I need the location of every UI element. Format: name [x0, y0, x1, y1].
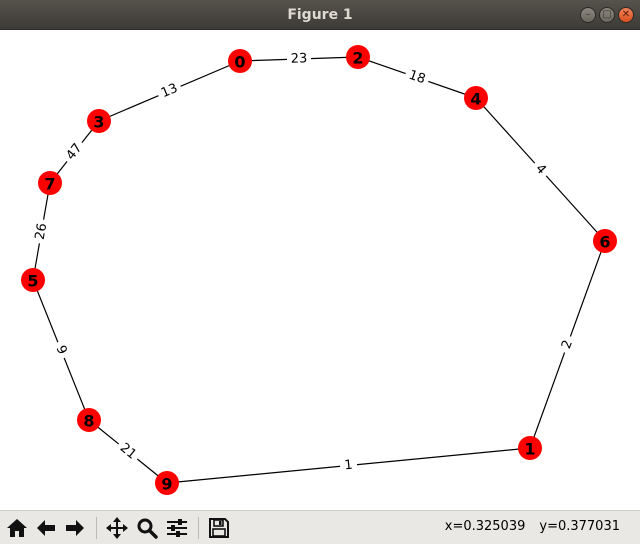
graph-node-label: 9: [161, 475, 172, 494]
edge-weight-label-group: 26: [31, 218, 52, 245]
home-icon: [7, 519, 27, 537]
edge-weight-label: 1: [344, 458, 354, 474]
edge-weight-label: 26: [33, 222, 51, 241]
edge-weight-label-background: [60, 137, 89, 167]
graph-node-2: [346, 45, 370, 69]
edge-weight-label-background: [286, 50, 312, 68]
arrow-right-icon: [66, 520, 84, 536]
edge-weight-label-group: 13: [155, 78, 184, 104]
navigation-toolbar: x=0.325039 y=0.377031: [0, 510, 640, 544]
graph-node-label: 1: [524, 440, 535, 459]
edge-weight-label: 13: [159, 81, 180, 101]
graph-node-7: [38, 171, 62, 195]
move-icon: [106, 517, 128, 539]
edge-weight-label-group: 1: [339, 456, 358, 475]
graph-node-8: [77, 408, 101, 432]
edge-weight-label: 18: [407, 68, 428, 88]
home-button[interactable]: [4, 515, 30, 541]
graph-node-label: 5: [27, 272, 38, 291]
save-button[interactable]: [206, 515, 232, 541]
forward-button[interactable]: [62, 515, 88, 541]
window-controls: – □ ✕: [580, 7, 634, 23]
graph-node-label: 4: [470, 90, 481, 109]
close-icon: ✕: [621, 9, 631, 20]
edge-weight-label-background: [113, 437, 143, 466]
edge-weight-label-background: [557, 333, 578, 356]
graph-node-label: 7: [44, 175, 55, 194]
edge-weight-label-background: [339, 456, 358, 475]
edge-weight-label-group: 18: [403, 66, 431, 89]
edge-weight-label-background: [50, 339, 72, 361]
graph-node-label: 3: [93, 113, 104, 132]
close-button[interactable]: ✕: [618, 7, 634, 23]
configure-subplots-button[interactable]: [164, 515, 190, 541]
window-title: Figure 1: [287, 7, 353, 23]
window-titlebar: Figure 1 – □ ✕: [0, 0, 640, 30]
toolbar-separator: [96, 517, 97, 539]
arrow-left-icon: [37, 520, 55, 536]
edge-weight-label-background: [31, 218, 52, 245]
edge-weight-label-background: [528, 157, 553, 182]
back-button[interactable]: [33, 515, 59, 541]
cursor-x-readout: x=0.325039: [444, 519, 526, 534]
sliders-icon: [167, 519, 187, 537]
zoom-button[interactable]: [134, 515, 160, 541]
edge-weight-label-background: [403, 66, 431, 89]
edge-weight-label-background: [155, 78, 184, 104]
graph-node-3: [87, 109, 111, 133]
edge-weight-label: 23: [290, 51, 307, 67]
maximize-icon: □: [602, 9, 612, 20]
minimize-icon: –: [585, 9, 591, 20]
edge-weight-label-group: 2: [557, 333, 578, 356]
graph-node-label: 6: [599, 233, 610, 252]
graph-node-9: [155, 471, 179, 495]
edge-weight-label-group: 4: [528, 157, 553, 182]
edge-weight-label-group: 23: [286, 50, 312, 68]
graph-node-1: [518, 436, 542, 460]
pan-button[interactable]: [104, 515, 130, 541]
maximize-button[interactable]: □: [599, 7, 615, 23]
minimize-button[interactable]: –: [580, 7, 596, 23]
graph-node-label: 8: [83, 412, 94, 431]
floppy-disk-icon: [209, 518, 229, 538]
graph-node-label: 0: [234, 53, 245, 72]
magnifier-icon: [137, 518, 158, 539]
graph-node-6: [593, 229, 617, 253]
toolbar-separator: [198, 517, 199, 539]
graph-node-0: [228, 49, 252, 73]
cursor-y-readout: y=0.377031: [539, 519, 620, 534]
edge-weight-label-group: 9: [50, 339, 72, 361]
graph-node-5: [21, 268, 45, 292]
graph-node-label: 2: [352, 49, 363, 68]
edge-weight-label-group: 21: [113, 437, 143, 466]
edge-weight-label-group: 47: [60, 137, 89, 167]
graph-node-4: [464, 86, 488, 110]
cursor-coordinates: x=0.325039 y=0.377031: [445, 511, 620, 545]
